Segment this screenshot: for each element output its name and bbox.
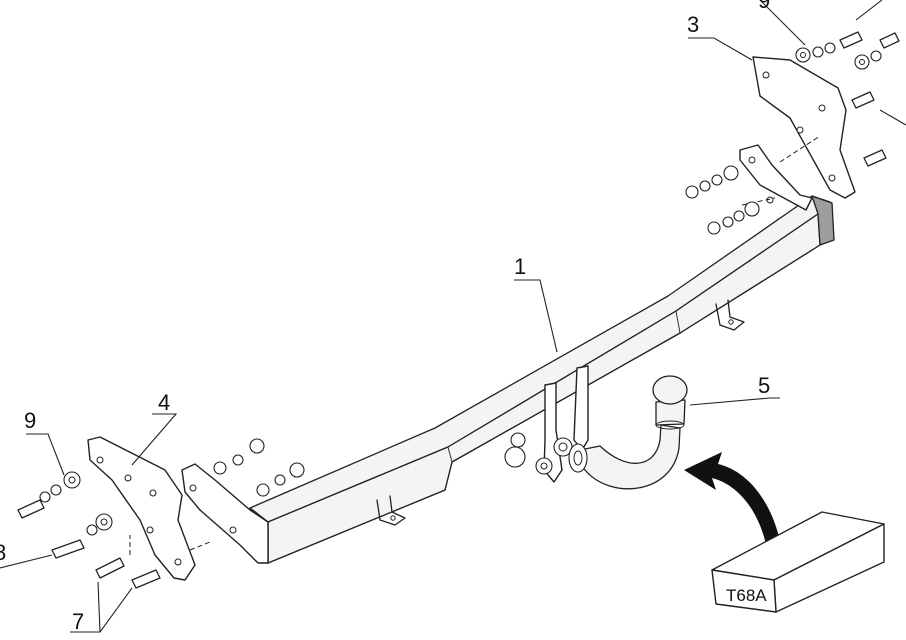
tow-ball [568, 375, 688, 490]
left-hardware [17, 438, 305, 589]
left-side-plate [87, 436, 269, 581]
crossbar [249, 195, 835, 564]
label-part-3: 3 [687, 12, 699, 37]
right-side-plate [739, 56, 856, 211]
product-box: T68A [711, 511, 885, 613]
box-code-label: T68A [726, 586, 767, 605]
label-part-5: 5 [758, 373, 770, 398]
label-part-1: 1 [514, 254, 526, 279]
centre-bracket [504, 365, 589, 483]
label-part-9-right: 9 [758, 0, 770, 13]
label-part-7: 7 [72, 609, 84, 634]
part-labels: 1 3 9 4 9 5 7 8 [0, 0, 770, 634]
label-part-9-left: 9 [24, 408, 36, 433]
label-part-4: 4 [158, 390, 170, 415]
curved-arrow [684, 452, 782, 555]
right-hardware [685, 31, 900, 235]
label-part-8: 8 [0, 540, 6, 565]
